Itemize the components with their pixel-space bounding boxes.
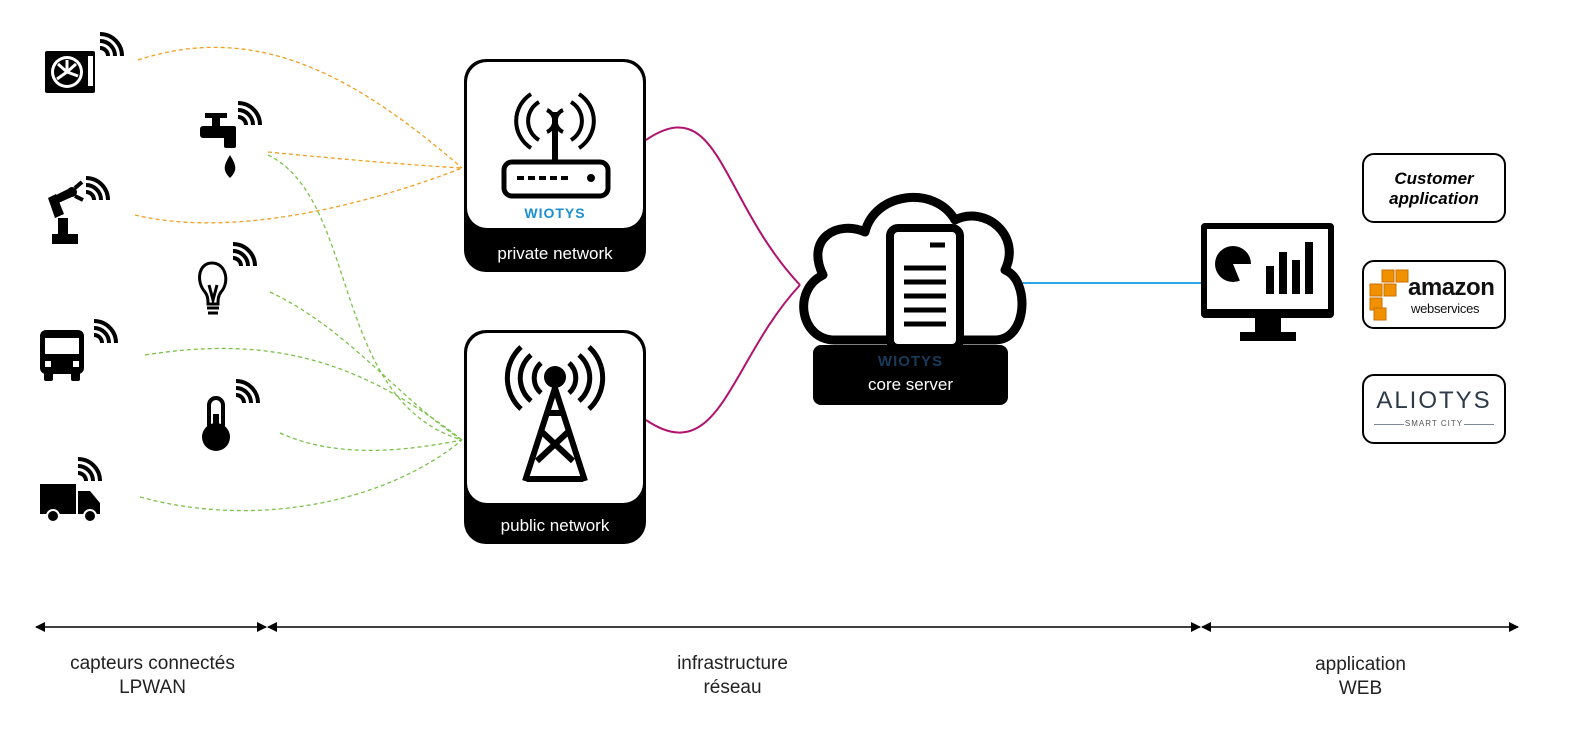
section-sensors-label: capteurs connectés LPWAN	[30, 652, 275, 700]
public-links	[139, 154, 463, 512]
network-line1: infrastructure	[677, 653, 788, 674]
wiotys-logo: WIOTYS	[524, 205, 586, 221]
robot-arm-icon	[48, 180, 84, 244]
link-bus-public	[144, 347, 463, 441]
customer-line2: application	[1389, 189, 1479, 208]
router-icon	[501, 92, 611, 199]
fan-unit-icon	[45, 51, 95, 93]
aliotys-name: ALIOTYS	[1376, 387, 1492, 414]
cell-tower-icon	[504, 345, 606, 482]
customer-line1: Customer	[1394, 169, 1474, 188]
thermometer-icon	[202, 396, 230, 451]
customer-application-box: Customer application	[1362, 153, 1506, 223]
core-server-label: core server	[867, 375, 954, 394]
link-thermo-public	[279, 432, 463, 452]
aws-logo-box: amazon webservices	[1362, 260, 1506, 329]
water-tap-icon	[200, 113, 236, 178]
wifi-signal-icon	[99, 32, 124, 57]
wifi-signal-icon	[232, 242, 257, 267]
public-network-box: public network	[464, 330, 646, 544]
public-network-panel	[467, 333, 643, 503]
network-line2: réseau	[703, 677, 762, 698]
link-private-core	[645, 126, 801, 286]
monitor-dashboard-icon	[1201, 223, 1334, 341]
server-icon	[886, 224, 964, 352]
aws-cubes-icon	[1369, 269, 1409, 321]
wifi-signal-icon	[235, 379, 260, 404]
section-network-label: infrastructure réseau	[610, 652, 855, 700]
wifi-signal-icon	[237, 101, 262, 126]
wifi-signal-icon	[85, 176, 110, 201]
wifi-signal-icon	[77, 457, 102, 482]
private-links	[134, 46, 463, 224]
private-network-box: WIOTYS private network	[464, 59, 646, 272]
link-robot-private	[134, 167, 463, 224]
private-network-panel: WIOTYS	[467, 62, 643, 228]
aliotys-tagline: SMART CITY	[1404, 418, 1464, 430]
link-tap-public	[267, 154, 463, 441]
link-truck-public	[139, 439, 463, 512]
core-server-box: WIOTYS core server	[813, 345, 1008, 405]
web-line1: application	[1315, 654, 1406, 675]
wifi-signal-icon	[93, 319, 118, 344]
sensors-line2: LPWAN	[119, 677, 186, 698]
bus-icon	[40, 330, 84, 381]
section-web-label: application WEB	[1238, 653, 1483, 701]
aws-name: amazon	[1408, 274, 1495, 301]
private-network-label: private network	[497, 244, 613, 263]
link-tap-private	[267, 151, 463, 169]
aliotys-logo-box: ALIOTYS SMART CITY	[1362, 374, 1506, 444]
light-bulb-icon	[198, 261, 228, 315]
sensors-line1: capteurs connectés	[70, 653, 235, 674]
customer-application-text: Customer application	[1364, 169, 1504, 209]
aws-tagline: webservices	[1411, 301, 1480, 316]
link-public-core	[645, 284, 801, 434]
public-network-label: public network	[500, 516, 610, 535]
web-line2: WEB	[1338, 678, 1383, 699]
truck-icon	[40, 484, 100, 523]
link-fan-private	[137, 46, 463, 169]
wiotys-logo: WIOTYS	[877, 353, 944, 370]
link-bulb-public	[269, 291, 463, 441]
backhaul-links	[645, 126, 801, 434]
